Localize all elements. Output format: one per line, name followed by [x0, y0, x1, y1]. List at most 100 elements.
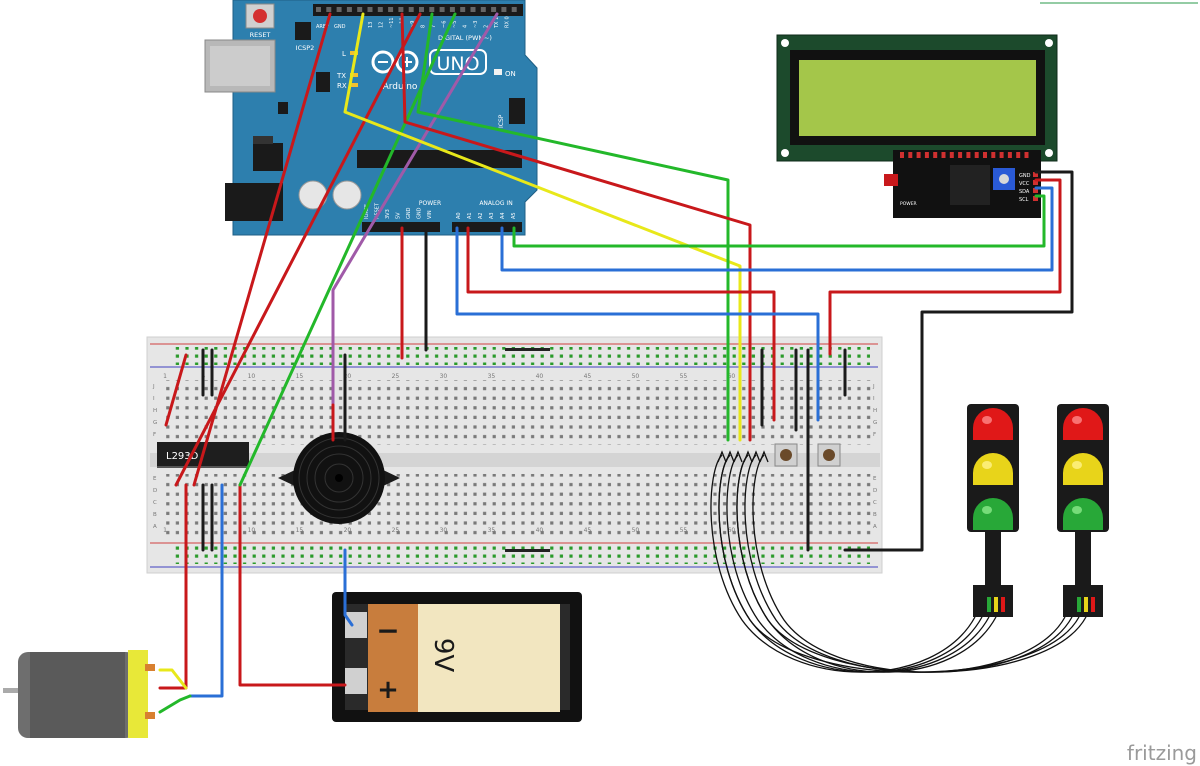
- lcd-pin-label: SDA: [1019, 189, 1030, 195]
- wire: [455, 226, 820, 422]
- column-number: 35: [488, 527, 496, 534]
- power-label: POWER: [419, 200, 441, 207]
- column-number: 25: [392, 527, 400, 534]
- lcd-pin-label: SCL: [1019, 197, 1029, 203]
- lcd-power-label: POWER: [900, 201, 917, 207]
- column-number: 35: [488, 373, 496, 380]
- traffic-light-2: [1057, 404, 1109, 617]
- row-letter: A: [153, 524, 157, 530]
- jumper-wire: [718, 454, 1080, 673]
- wire: [400, 12, 752, 442]
- analog-pin-label: A1: [467, 212, 473, 219]
- wire: [238, 483, 347, 687]
- wire: [828, 178, 1062, 356]
- wire: [843, 170, 1074, 552]
- column-number: 45: [584, 373, 592, 380]
- wire: [331, 12, 499, 407]
- power-pin-label: 3V3: [385, 209, 391, 219]
- column-number: 30: [440, 373, 448, 380]
- row-letter: I: [153, 396, 155, 402]
- battery-voltage-label: 9V: [428, 638, 458, 673]
- digital-pin-label: 8: [421, 25, 427, 28]
- icsp2-label: ICSP2: [296, 44, 315, 52]
- digital-pin-label: 12: [379, 22, 385, 28]
- column-number: 15: [296, 373, 304, 380]
- lcd-backpack-pin-labels: GND VCC SDA SCL: [1019, 172, 1038, 203]
- lcd-screen: [799, 60, 1036, 136]
- on-led-label: ON: [505, 70, 516, 78]
- row-letter: J: [872, 384, 875, 390]
- digital-pin-label: TX 1: [494, 17, 500, 29]
- digital-pin-label: 7: [431, 25, 437, 28]
- power-pin-label: GND: [406, 207, 412, 219]
- analog-pin-label: A5: [511, 212, 517, 219]
- wire: [158, 668, 188, 690]
- l-led-label: L: [342, 50, 346, 58]
- wire: [158, 694, 192, 714]
- reset-button-cap: [253, 9, 267, 23]
- row-letter: E: [873, 476, 877, 482]
- wire: [500, 186, 1054, 272]
- battery-9v: − + 9V: [332, 592, 582, 722]
- digital-pin-label: ~5: [452, 21, 458, 28]
- jumper-arrow: [717, 450, 727, 463]
- column-number: 55: [680, 527, 688, 534]
- wires: [158, 12, 1074, 714]
- dc-motor: [3, 650, 155, 738]
- row-letter: A: [873, 524, 877, 530]
- column-number: 10: [248, 373, 256, 380]
- analog-pin-labels: A0 A1 A2 A3 A4 A5: [456, 212, 517, 219]
- power-pin-label: IOREF: [364, 204, 370, 219]
- column-number: 20: [344, 373, 352, 380]
- uno-logo-text: UNO: [436, 53, 479, 75]
- column-number: 40: [536, 373, 544, 380]
- wire: [164, 353, 188, 427]
- wire: [343, 12, 742, 442]
- wire: [416, 12, 730, 442]
- column-number: 40: [536, 527, 544, 534]
- wire: [238, 12, 457, 487]
- battery-plus-label: +: [377, 675, 399, 705]
- rx-led-label: RX: [337, 82, 347, 90]
- jumper-arrow: [743, 450, 753, 463]
- jumper-arrow: [751, 450, 761, 463]
- battery-minus-label: −: [376, 614, 399, 647]
- lcd-pin-label: GND: [1019, 173, 1031, 179]
- push-button-1: [774, 443, 798, 467]
- uno-logo-frame: [429, 49, 487, 75]
- analog-pin-label: A4: [500, 212, 506, 219]
- traffic-light-1: [967, 404, 1019, 617]
- gnd-label-top: GND: [334, 24, 346, 30]
- jumper-arrow: [733, 450, 743, 463]
- digital-pin-label: 13: [368, 22, 374, 28]
- row-letter: C: [873, 500, 877, 506]
- row-letter: B: [153, 512, 157, 518]
- power-pin-label: VIN: [427, 210, 433, 219]
- jumper-arrow: [759, 450, 769, 463]
- column-number: 55: [680, 373, 688, 380]
- analog-pin-label: A3: [489, 212, 495, 219]
- column-number: 45: [584, 527, 592, 534]
- wire: [512, 194, 1046, 248]
- column-number: 10: [248, 527, 256, 534]
- row-letter: C: [153, 500, 157, 506]
- wire: [343, 548, 354, 627]
- digital-pin-label: ~11: [389, 17, 395, 28]
- icsp-label: ICSP: [498, 114, 505, 128]
- analog-pin-label: A2: [478, 212, 484, 219]
- power-pin-label: RESET: [375, 202, 381, 219]
- row-letter: D: [153, 488, 157, 494]
- analog-pin-label: A0: [456, 212, 462, 219]
- push-button-2: [817, 443, 841, 467]
- lcd-pin-label: VCC: [1019, 181, 1030, 187]
- digital-pin-label: RX 0: [505, 16, 511, 28]
- aref-label: AREF: [316, 24, 329, 30]
- row-letter: H: [873, 408, 877, 414]
- piezo-buzzer: [278, 432, 400, 524]
